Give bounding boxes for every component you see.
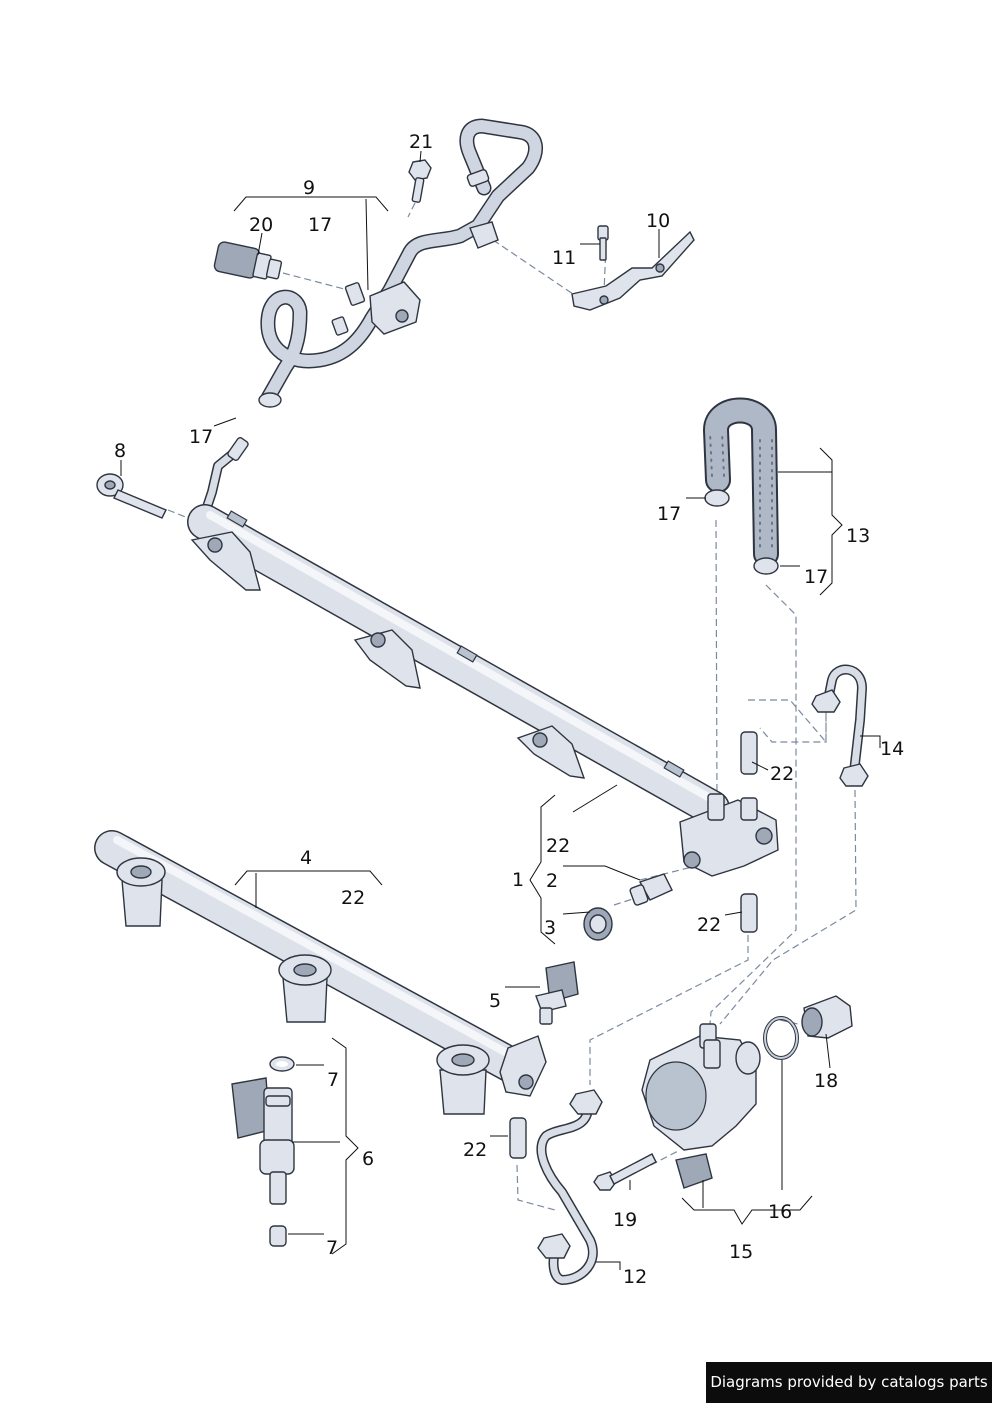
callout-14: 14: [880, 738, 904, 760]
callout-7-lower: 7: [326, 1237, 338, 1259]
callout-22-lower-right: 22: [697, 914, 721, 936]
cap-part-18: [801, 995, 853, 1039]
union-fittings-part-22: [509, 731, 758, 1159]
callout-10: 10: [646, 210, 670, 232]
callout-20: 20: [249, 214, 273, 236]
sensor-part-20: [213, 241, 283, 280]
injector-part-6: [231, 1056, 295, 1247]
bolt-part-19: [593, 1153, 657, 1191]
callout-6: 6: [362, 1148, 374, 1170]
callout-12: 12: [623, 1266, 647, 1288]
fuel-rail-lower-part-4: [94, 830, 547, 1115]
bracket-part-10: [571, 225, 695, 311]
callout-19: 19: [613, 1209, 637, 1231]
callout-17-left: 17: [189, 426, 213, 448]
hose-part-13: [703, 397, 779, 575]
callout-1: 1: [512, 869, 524, 891]
callout-16: 16: [768, 1201, 792, 1223]
callout-7-upper: 7: [327, 1069, 339, 1091]
plug-part-3: [583, 907, 613, 941]
callout-8: 8: [114, 440, 126, 462]
callout-2: 2: [546, 870, 558, 892]
callout-3: 3: [544, 917, 556, 939]
bolt-part-8: [96, 473, 167, 519]
pump-part-15: [641, 1023, 761, 1189]
callout-15: 15: [729, 1241, 753, 1263]
footer-credit-badge: Diagrams provided by catalogs parts: [706, 1362, 992, 1403]
pipe-assembly-part-9: [258, 118, 543, 408]
bolt-part-21: [408, 159, 432, 203]
callout-17-upper: 17: [308, 214, 332, 236]
pressure-sensor-part-5: [535, 961, 579, 1025]
callout-labels: 21 9 17 20 10 11 17 8 17 13 17 14 22 22 …: [114, 131, 904, 1288]
callout-22-lower: 22: [463, 1139, 487, 1161]
callout-11: 11: [552, 247, 576, 269]
o-ring-part-16: [763, 1016, 799, 1060]
pipe-part-12: [536, 1089, 603, 1285]
callout-4: 4: [300, 847, 312, 869]
callout-22-rail-right: 22: [770, 763, 794, 785]
fitting-part-2: [629, 873, 673, 906]
callout-17-right-upper: 17: [657, 503, 681, 525]
pipe-part-14: [811, 664, 869, 787]
fuel-rail-upper-part-1: [187, 437, 779, 877]
callout-9: 9: [303, 177, 315, 199]
callout-18: 18: [814, 1070, 838, 1092]
callout-22-group4: 22: [341, 887, 365, 909]
callout-leaders: [120, 150, 881, 1270]
callout-17-right-lower: 17: [804, 566, 828, 588]
callout-13: 13: [846, 525, 870, 547]
callout-22-group1: 22: [546, 835, 570, 857]
callout-5: 5: [489, 990, 501, 1012]
callout-21: 21: [409, 131, 433, 153]
